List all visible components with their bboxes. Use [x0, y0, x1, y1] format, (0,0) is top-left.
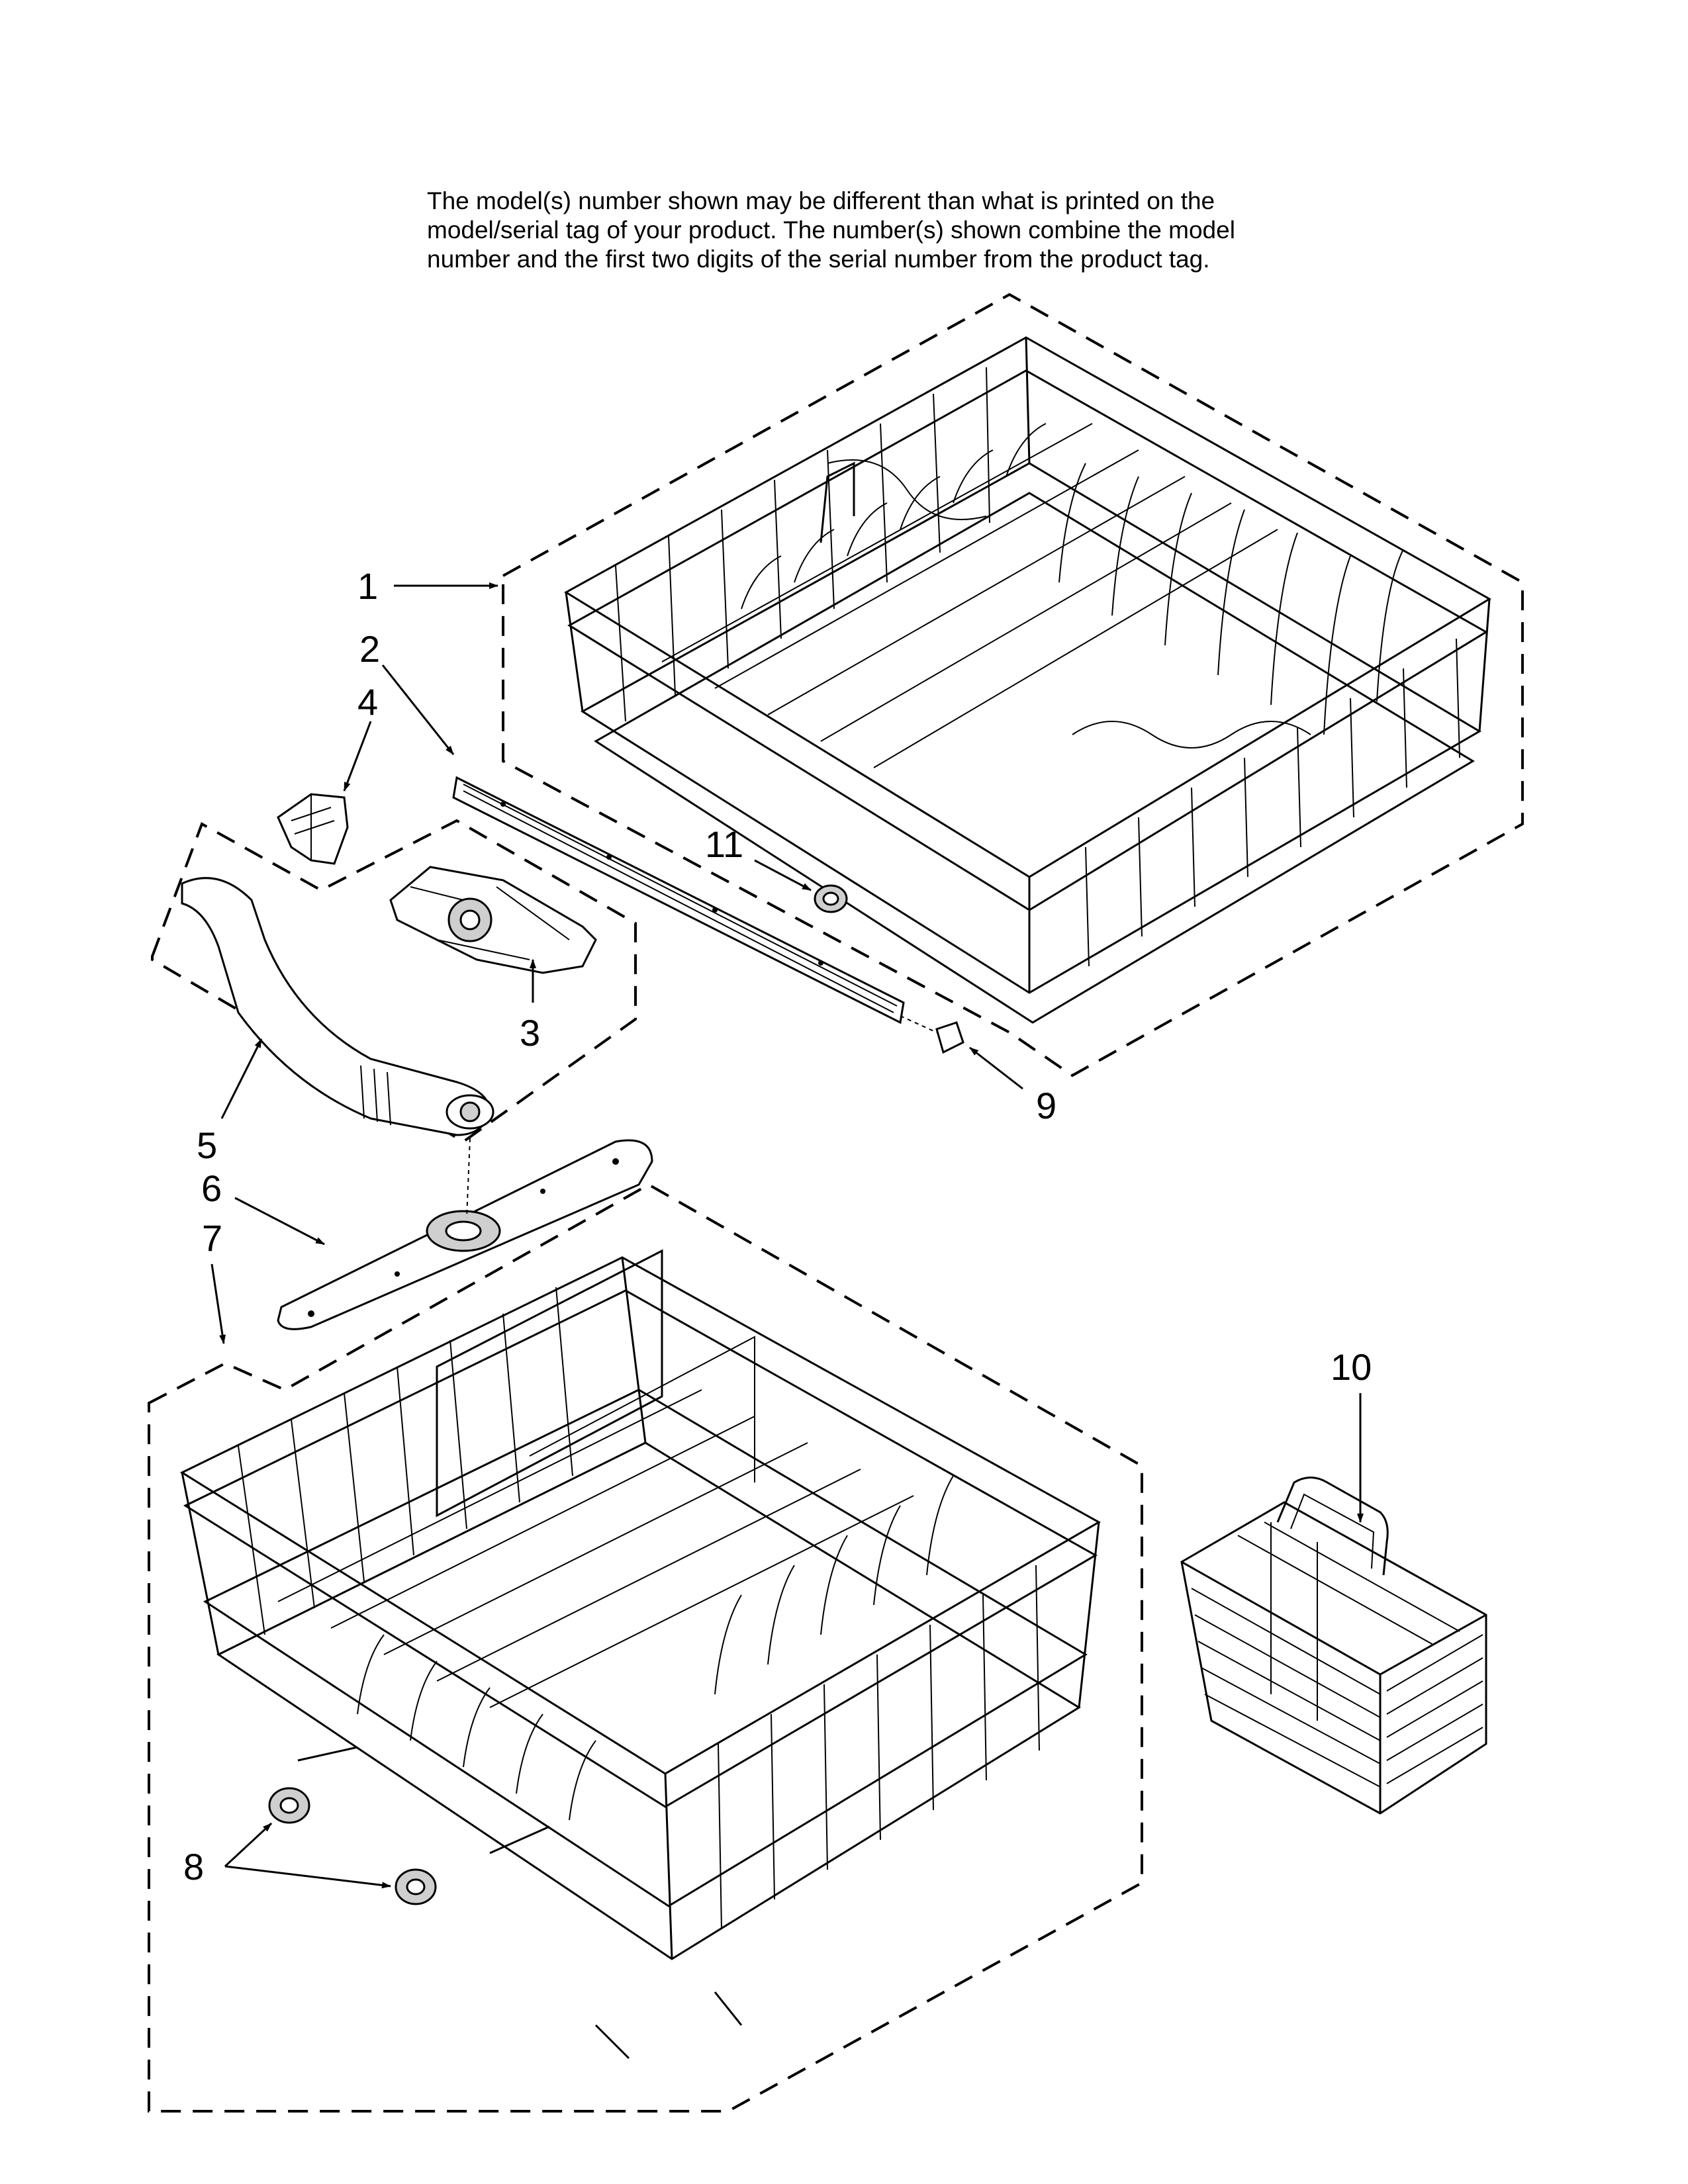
callout-3: 3 [520, 1012, 540, 1054]
callout-2: 2 [359, 628, 380, 670]
note-line-2: model/serial tag of your product. The nu… [427, 216, 1235, 244]
leader-7 [211, 1263, 226, 1344]
upper-rack [564, 336, 1491, 1024]
note-line-1: The model(s) number shown may be differe… [427, 187, 1215, 214]
lower-spray-arm [277, 1139, 653, 1330]
leader-8a [224, 1822, 273, 1868]
rail-clip [277, 793, 349, 865]
lower-rack-wheel-1 [268, 1787, 310, 1824]
callout-5: 5 [197, 1124, 217, 1166]
callout-4: 4 [357, 681, 378, 723]
leader-11 [754, 859, 812, 891]
upper-rack-wheel [814, 884, 848, 913]
lower-rack-boundary [148, 1183, 1143, 2113]
upper-rack-boundary [502, 293, 1524, 1077]
leader-9 [969, 1046, 1023, 1090]
callout-8: 8 [183, 1846, 204, 1888]
lower-rack-wheel-2 [395, 1868, 437, 1905]
lower-rack [179, 1249, 1102, 2060]
rack-slide-rail [452, 776, 905, 1024]
spray-arm-feed-tube [181, 877, 494, 1136]
silverware-basket [1180, 1477, 1487, 1815]
callout-6: 6 [201, 1167, 222, 1209]
rail-end-cap [900, 1015, 964, 1054]
model-number-note: The model(s) number shown may be differe… [427, 187, 1354, 274]
callout-1: 1 [357, 565, 378, 607]
leader-4 [343, 721, 372, 792]
leader-2 [381, 664, 455, 755]
callout-10: 10 [1331, 1346, 1372, 1388]
callout-7: 7 [202, 1217, 222, 1259]
callout-9: 9 [1036, 1085, 1056, 1126]
spray-arm-mount [389, 866, 597, 974]
note-line-3: number and the first two digits of the s… [427, 246, 1210, 273]
callout-11: 11 [705, 823, 743, 865]
leader-6 [234, 1197, 325, 1246]
leader-8b [224, 1865, 391, 1889]
leader-5 [220, 1038, 263, 1119]
